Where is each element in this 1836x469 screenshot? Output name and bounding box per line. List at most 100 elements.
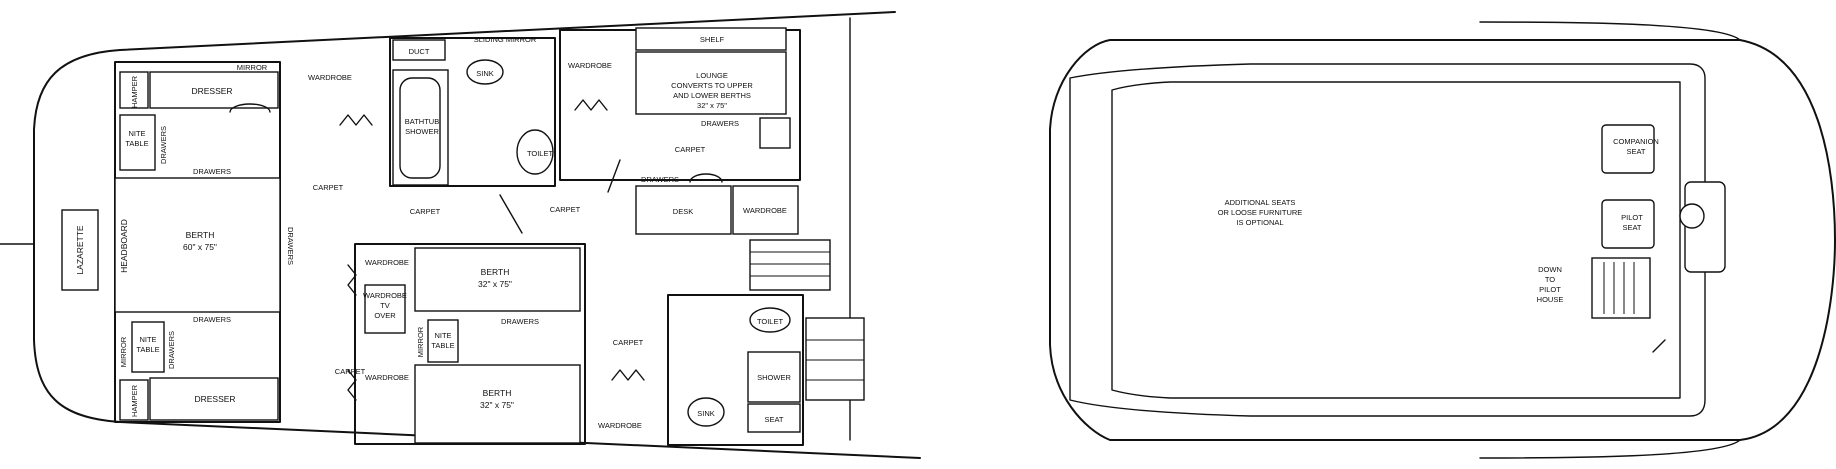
seat-box [747, 403, 801, 433]
stairs-lower [749, 239, 865, 401]
upper-hull-outline [1049, 39, 1836, 441]
lower-deck-plan: LAZARETTE HAMPER DRESSER MIRROR NITE TAB… [0, 11, 921, 459]
pilot-seat [1601, 199, 1655, 249]
forward-cabin [354, 243, 586, 445]
toilet-upper-label: TOILET [527, 149, 554, 158]
desk-stool [689, 173, 723, 183]
upper-deck-inner-boundary [1069, 63, 1706, 417]
wardrobe-fwd-bottom-label: WARDROBE [365, 373, 409, 382]
toilet-bow-label: TOILET [757, 317, 784, 326]
sink-bow [687, 397, 725, 427]
wardrobe-doors-bow [611, 369, 645, 381]
upper-hatch-mark [1652, 339, 1666, 353]
flybridge-area [1111, 81, 1681, 399]
nite-table-bottom [131, 321, 165, 373]
berth-main-drawers-bottom: DRAWERS [193, 315, 231, 324]
desk-label: DESK [673, 207, 693, 216]
hamper-bottom-label: HAMPER [130, 384, 139, 417]
door-swing-lounge [607, 159, 621, 193]
nite-table-top [119, 114, 156, 171]
mirror-top-label: MIRROR [237, 63, 268, 72]
carpet-mid-label: CARPET [550, 205, 581, 214]
main-berth-label: BERTH [186, 230, 215, 240]
pilot-seat-label-2: SEAT [1622, 223, 1641, 232]
lounge-label-1: LOUNGE [696, 71, 728, 80]
nite-table-top-label-2: TABLE [125, 139, 148, 148]
duct-label: DUCT [409, 47, 430, 56]
carpet-lounge-label: CARPET [675, 145, 706, 154]
shelf [635, 27, 787, 51]
toilet-bow [749, 307, 791, 333]
companion-seat [1601, 124, 1655, 174]
lounge-drawers-label: DRAWERS [701, 119, 739, 128]
berth-upper-right-size: 32" x 75" [478, 279, 512, 289]
carpet-aft-label: CARPET [313, 183, 344, 192]
lounge-label-2: CONVERTS TO UPPER [671, 81, 753, 90]
wardrobe-aft-label: WARDROBE [308, 73, 352, 82]
lounge-cabinet [759, 117, 791, 149]
additional-seats-label-1: ADDITIONAL SEATS [1225, 198, 1296, 207]
wardrobe-tv-label-1: WARDROBE [363, 291, 407, 300]
berth-fwd-drawers-label: DRAWERS [501, 317, 539, 326]
pilot-house-label-2: TO [1545, 275, 1555, 284]
bathtub-basin [399, 77, 441, 179]
bathtub-label-1: BATHTUB [405, 117, 439, 126]
lounge-label-4: 32" x 75" [697, 101, 727, 110]
mirror-fwd-label: MIRROR [416, 326, 425, 357]
carpet-center-label: CARPET [410, 207, 441, 216]
main-berth [114, 177, 281, 313]
berth-main-drawers-top: DRAWERS [193, 167, 231, 176]
pilot-seat-label-1: PILOT [1621, 213, 1643, 222]
nite-table-fwd-label-1: NITE [434, 331, 451, 340]
wardrobe-tv-label-3: OVER [374, 311, 396, 320]
sliding-mirror-label: SLIDING MIRROR [474, 35, 537, 44]
berth-upper-right-label: BERTH [481, 267, 510, 277]
wardrobe-bow-label: WARDROBE [598, 421, 642, 430]
nite-table-bottom-label-1: NITE [139, 335, 156, 344]
door-swing-center [499, 194, 523, 234]
dresser-stool [229, 103, 271, 113]
berth-main-drawers-side: DRAWERS [286, 227, 295, 265]
upper-deck-plan: ADDITIONAL SEATS OR LOOSE FURNITURE IS O… [1049, 21, 1836, 459]
dresser-top-label: DRESSER [191, 86, 232, 96]
bathtub [392, 69, 449, 186]
berth-lower-right [414, 364, 581, 444]
sink-upper-label: SINK [476, 69, 494, 78]
bow-head-room [667, 294, 804, 446]
desk [635, 185, 732, 235]
dresser-bottom-label: DRESSER [194, 394, 235, 404]
lower-hull-outline [33, 11, 921, 459]
wardrobe-doors-lounge [574, 99, 608, 111]
upper-hull-top-curve [1479, 21, 1741, 41]
berth-lower-right-label: BERTH [483, 388, 512, 398]
steering-wheel-icon [1679, 203, 1705, 229]
wardrobe-lounge-label: WARDROBE [568, 61, 612, 70]
companion-seat-label-1: COMPANION [1613, 137, 1659, 146]
nite-table-top-label-1: NITE [128, 129, 145, 138]
desk-drawers-label: DRAWERS [641, 175, 679, 184]
hamper-top [119, 71, 149, 109]
sink-upper [466, 59, 504, 85]
upper-hull-bottom-curve [1479, 439, 1741, 459]
companion-seat-label-2: SEAT [1626, 147, 1645, 156]
wardrobe-fwd-top-label: WARDROBE [365, 258, 409, 267]
berth-upper-right [414, 247, 581, 312]
wardrobe-tv [364, 284, 406, 334]
nite-table-bottom-label-2: TABLE [136, 345, 159, 354]
wardrobe-fwd-doors-bottom [347, 369, 357, 401]
nite-table-fwd [427, 319, 459, 363]
wardrobe-doors-aft [339, 114, 373, 126]
wardrobe-tv-label-2: TV [380, 301, 390, 310]
wardrobe-fwd-doors [347, 264, 357, 296]
pilot-house-label-3: PILOT [1539, 285, 1561, 294]
pilot-house-stairs [1591, 257, 1651, 319]
shower-stall [747, 351, 801, 403]
lounge-label-3: AND LOWER BERTHS [673, 91, 751, 100]
wardrobe-lounge-box-label: WARDROBE [743, 206, 787, 215]
additional-seats-label-2: OR LOOSE FURNITURE [1218, 208, 1303, 217]
headboard-label: HEADBOARD [119, 219, 129, 273]
toilet-upper [516, 129, 554, 175]
main-berth-size: 60" x 75" [183, 242, 217, 252]
carpet-bow-label: CARPET [613, 338, 644, 347]
